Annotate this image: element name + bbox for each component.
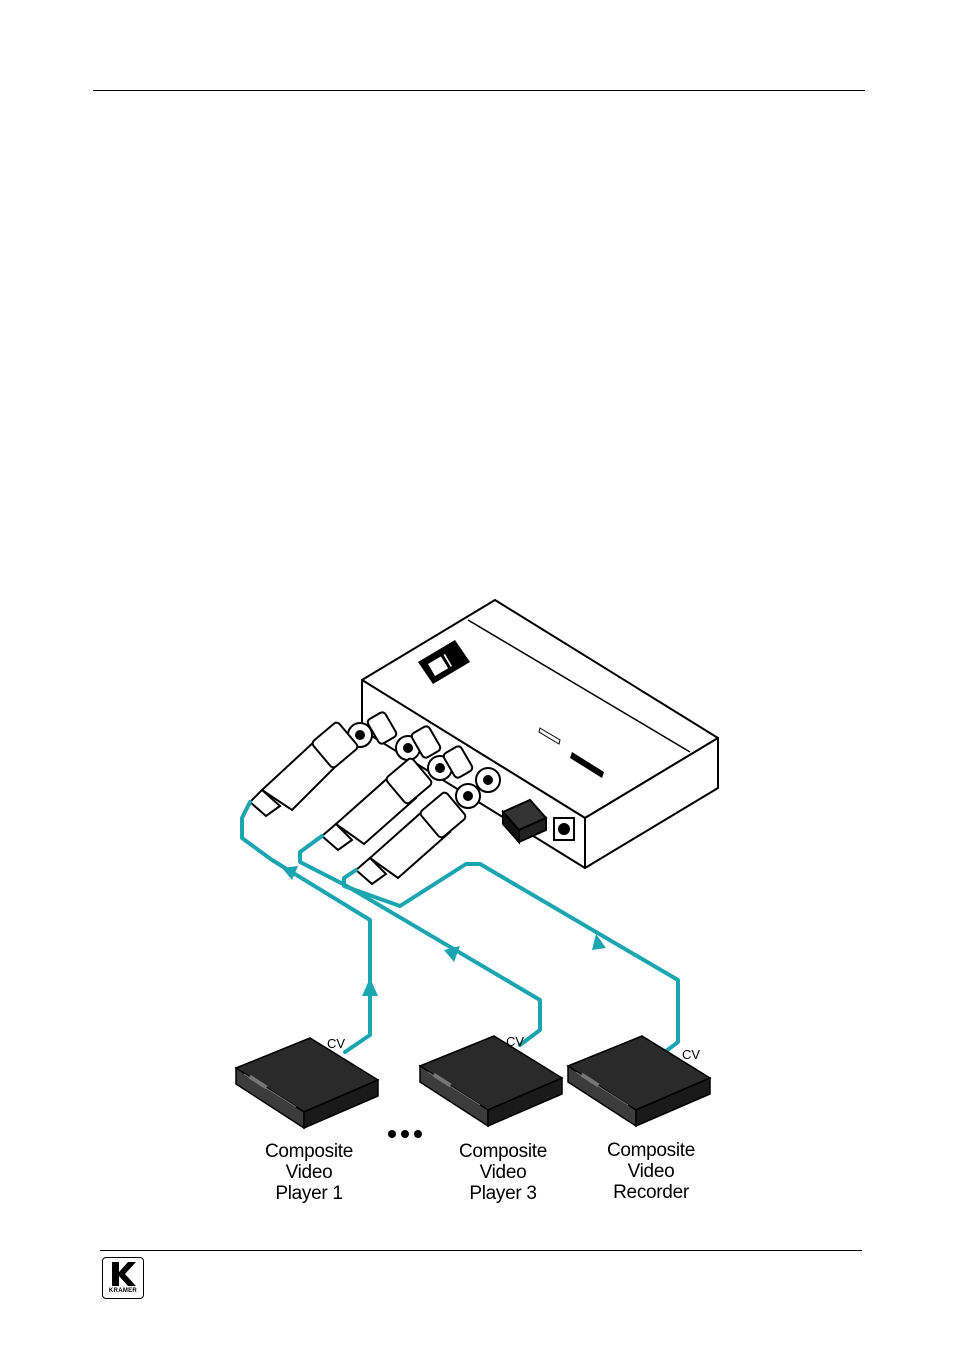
arrow-icon xyxy=(362,978,378,996)
port-label-player-1: CV xyxy=(327,1036,345,1051)
ellipsis-dots xyxy=(388,1125,427,1143)
port-label-recorder: CV xyxy=(682,1047,700,1062)
bnc-connector-icon xyxy=(476,768,500,792)
cable-player-3 xyxy=(300,836,540,1045)
arrow-icon xyxy=(444,946,460,962)
port-label-player-3: CV xyxy=(506,1034,524,1049)
logo-text: KRAMER xyxy=(102,1288,144,1294)
cable-recorder xyxy=(344,864,678,1052)
footer-rule xyxy=(100,1250,862,1251)
kramer-logo-icon: KRAMER xyxy=(102,1257,144,1299)
bnc-connector-icon xyxy=(456,784,480,808)
bnc-connector-icon xyxy=(250,721,359,816)
flow-arrows xyxy=(282,866,606,996)
dc-jack xyxy=(554,818,574,840)
video-player-icon xyxy=(420,1036,562,1126)
video-player-icon xyxy=(236,1038,378,1128)
